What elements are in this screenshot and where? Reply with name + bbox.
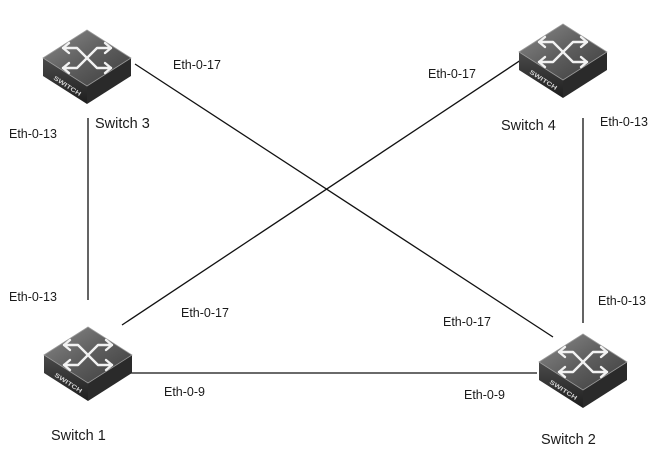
link-s3-s2 <box>134 63 554 338</box>
network-switch-icon <box>517 22 609 100</box>
switch-3[interactable]: SWITCH <box>41 28 133 106</box>
port-label-s2-to-s3: Eth-0-17 <box>443 315 491 329</box>
link-s1-s4 <box>121 45 543 326</box>
switch-3-label: Switch 3 <box>95 116 150 132</box>
switch-4-label: Switch 4 <box>501 118 556 134</box>
port-label-s1-to-s4: Eth-0-17 <box>181 306 229 320</box>
switch-2-label: Switch 2 <box>541 432 596 448</box>
port-label-s4-to-s1: Eth-0-17 <box>428 67 476 81</box>
network-switch-icon <box>41 28 133 106</box>
switch-2[interactable]: SWITCH <box>537 332 629 410</box>
switch-1-label: Switch 1 <box>51 428 106 444</box>
switch-1[interactable]: SWITCH <box>42 325 134 403</box>
port-label-s1-to-s3: Eth-0-13 <box>9 290 57 304</box>
port-label-s4-to-s2: Eth-0-13 <box>600 115 648 129</box>
port-label-s1-to-s2: Eth-0-9 <box>164 385 205 399</box>
switch-4[interactable]: SWITCH <box>517 22 609 100</box>
port-label-s2-to-s1: Eth-0-9 <box>464 388 505 402</box>
network-switch-icon <box>42 325 134 403</box>
port-label-s3-to-s2: Eth-0-17 <box>173 58 221 72</box>
network-switch-icon <box>537 332 629 410</box>
port-label-s2-to-s4: Eth-0-13 <box>598 294 646 308</box>
port-label-s3-to-s1: Eth-0-13 <box>9 127 57 141</box>
